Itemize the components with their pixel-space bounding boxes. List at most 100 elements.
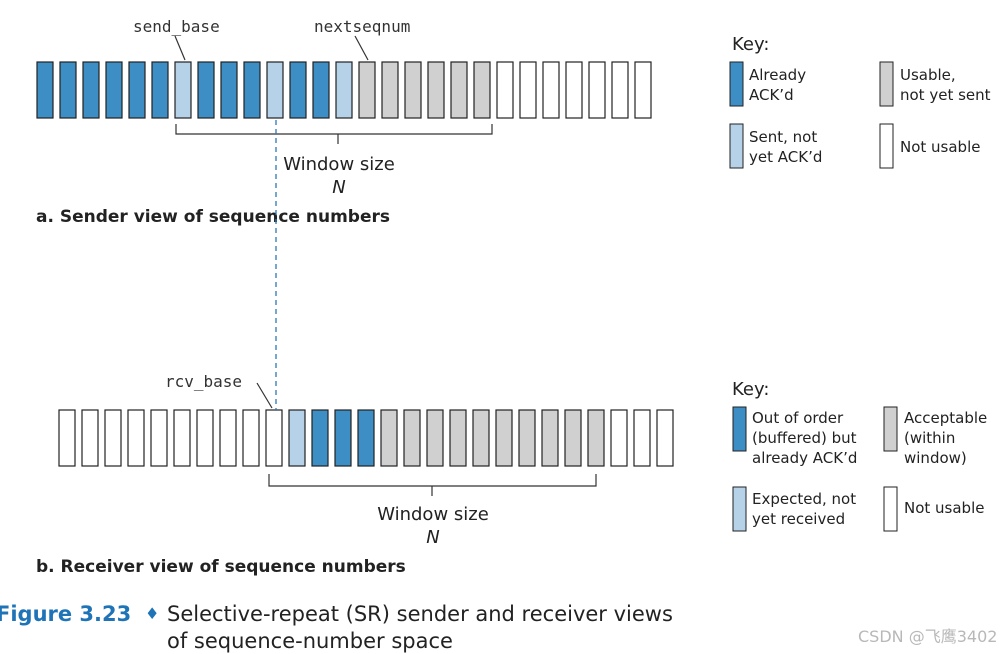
- sender-seq-cell-2: [82, 61, 100, 119]
- key-swatch-acceptable: [883, 406, 898, 452]
- receiver-seq-cell-0: [58, 409, 76, 467]
- receiver-window-bracket: [268, 474, 597, 487]
- sender-seq-cell-21: [519, 61, 537, 119]
- sender-seq-cell-12: [312, 61, 330, 119]
- receiver-seq-cell-11: [311, 409, 329, 467]
- receiver-seq-cell-13: [357, 409, 375, 467]
- receiver-seq-cell-6: [196, 409, 214, 467]
- sender-seq-cell-1: [59, 61, 77, 119]
- receiver-sequence-cells: [58, 409, 674, 467]
- key-label-expected-2: yet received: [752, 510, 845, 528]
- receiver-caption: b. Receiver view of sequence numbers: [36, 557, 406, 577]
- rcv-base-pointer: [256, 382, 273, 409]
- receiver-seq-cell-1: [81, 409, 99, 467]
- receiver-seq-cell-9: [265, 409, 283, 467]
- sender-seq-cell-16: [404, 61, 422, 119]
- sender-seq-cell-25: [611, 61, 629, 119]
- receiver-seq-cell-16: [426, 409, 444, 467]
- nextseqnum-label: nextseqnum: [314, 17, 410, 36]
- receiver-seq-cell-14: [380, 409, 398, 467]
- receiver-seq-cell-17: [449, 409, 467, 467]
- key-label-not-usable: Not usable: [900, 138, 980, 156]
- key-label-acceptable: Acceptable: [904, 409, 987, 427]
- sender-seq-cell-10: [266, 61, 284, 119]
- sender-seq-cell-0: [36, 61, 54, 119]
- nextseqnum-pointer: [354, 35, 369, 61]
- rcv-base-label: rcv_base: [165, 372, 242, 391]
- key-label-not-usable-rcv: Not usable: [904, 499, 984, 517]
- receiver-seq-cell-15: [403, 409, 421, 467]
- key-label-usable-2: not yet sent: [900, 86, 991, 104]
- receiver-key-title: Key:: [732, 379, 769, 400]
- key-label-already-acked: Already: [749, 66, 806, 84]
- sender-seq-cell-19: [473, 61, 491, 119]
- key-label-expected: Expected, not: [752, 490, 856, 508]
- sender-seq-cell-5: [151, 61, 169, 119]
- sender-window-n: N: [332, 177, 345, 198]
- sender-seq-cell-4: [128, 61, 146, 119]
- receiver-seq-cell-19: [495, 409, 513, 467]
- send-base-pointer: [174, 35, 186, 61]
- key-swatch-expected: [732, 486, 747, 532]
- key-label-sent-not-acked-2: yet ACK’d: [749, 148, 822, 166]
- figure-number: Figure 3.23: [0, 602, 131, 626]
- sender-sequence-cells: [36, 61, 652, 119]
- sender-caption: a. Sender view of sequence numbers: [36, 207, 390, 227]
- key-label-sent-not-acked: Sent, not: [749, 128, 817, 146]
- sender-seq-cell-17: [427, 61, 445, 119]
- receiver-seq-cell-18: [472, 409, 490, 467]
- key-label-out-of-order-2: (buffered) but: [752, 429, 857, 447]
- figure-caption-line2: of sequence-number space: [167, 629, 453, 653]
- sender-seq-cell-20: [496, 61, 514, 119]
- sender-seq-cell-7: [197, 61, 215, 119]
- sender-window-label: Window size: [283, 154, 395, 175]
- figure-caption-line1: Selective-repeat (SR) sender and receive…: [167, 602, 673, 626]
- receiver-seq-cell-10: [288, 409, 306, 467]
- receiver-seq-cell-20: [518, 409, 536, 467]
- receiver-key: Key: Out of order (buffered) but already…: [732, 379, 987, 532]
- key-swatch-sent-not-acked: [729, 123, 744, 169]
- key-swatch-out-of-order: [732, 406, 747, 452]
- sender-seq-cell-9: [243, 61, 261, 119]
- receiver-seq-cell-4: [150, 409, 168, 467]
- receiver-seq-cell-7: [219, 409, 237, 467]
- receiver-seq-cell-21: [541, 409, 559, 467]
- sender-seq-cell-14: [358, 61, 376, 119]
- receiver-seq-cell-2: [104, 409, 122, 467]
- sender-seq-cell-26: [634, 61, 652, 119]
- key-swatch-usable: [879, 61, 894, 107]
- receiver-seq-cell-22: [564, 409, 582, 467]
- key-label-out-of-order-3: already ACK’d: [752, 449, 857, 467]
- sender-seq-cell-6: [174, 61, 192, 119]
- watermark: CSDN @飞鹰3402: [858, 627, 997, 646]
- sender-key: Key: Already ACK’d Usable, not yet sent …: [729, 34, 991, 169]
- key-swatch-not-usable: [879, 123, 894, 169]
- receiver-window-n: N: [426, 527, 439, 548]
- receiver-seq-cell-26: [656, 409, 674, 467]
- sender-seq-cell-3: [105, 61, 123, 119]
- send-base-label: send_base: [133, 17, 220, 36]
- receiver-window-label: Window size: [377, 504, 489, 525]
- receiver-seq-cell-23: [587, 409, 605, 467]
- receiver-seq-cell-8: [242, 409, 260, 467]
- key-label-acceptable-3: window): [904, 449, 967, 467]
- sender-seq-cell-18: [450, 61, 468, 119]
- sender-seq-cell-23: [565, 61, 583, 119]
- key-swatch-not-usable-rcv: [883, 486, 898, 532]
- sender-seq-cell-11: [289, 61, 307, 119]
- sender-seq-cell-15: [381, 61, 399, 119]
- figure-diamond: ♦: [145, 604, 159, 623]
- key-swatch-already-acked: [729, 61, 744, 107]
- sender-seq-cell-24: [588, 61, 606, 119]
- sender-seq-cell-22: [542, 61, 560, 119]
- receiver-seq-cell-24: [610, 409, 628, 467]
- sender-seq-cell-8: [220, 61, 238, 119]
- receiver-seq-cell-3: [127, 409, 145, 467]
- key-label-acceptable-2: (within: [904, 429, 955, 447]
- receiver-seq-cell-25: [633, 409, 651, 467]
- receiver-seq-cell-12: [334, 409, 352, 467]
- key-label-usable: Usable,: [900, 66, 956, 84]
- receiver-seq-cell-5: [173, 409, 191, 467]
- sender-key-title: Key:: [732, 34, 769, 55]
